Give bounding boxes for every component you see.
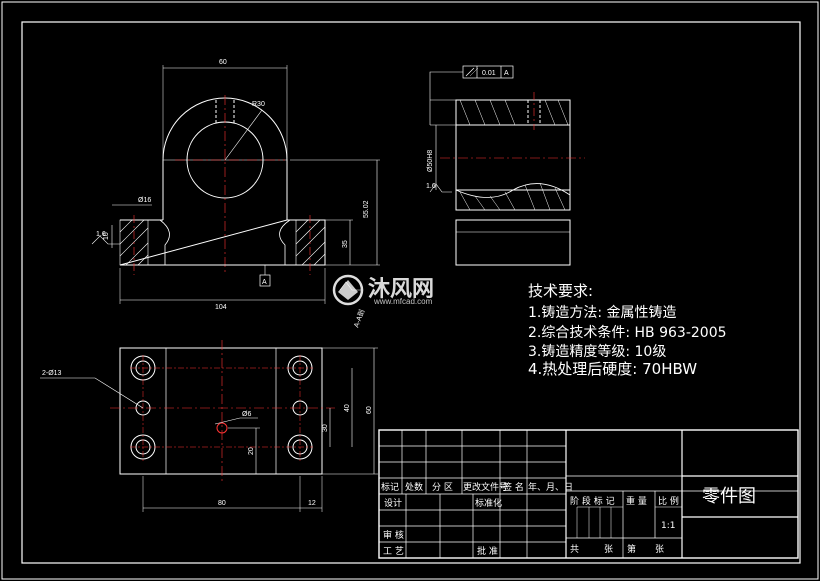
tech-item: 3.铸造精度等级: 10级 <box>528 343 666 360</box>
datum-text-a: A <box>262 279 267 286</box>
dim-text-radius: R30 <box>252 101 265 108</box>
tb-weight: 重 量 <box>626 495 647 507</box>
dim-text-top-right: 12 <box>308 500 316 507</box>
front-view <box>91 65 380 304</box>
tolerance-value: 0.01 <box>482 70 496 77</box>
roughness-front: 1.6 <box>96 231 106 238</box>
side-view <box>429 65 585 266</box>
tolerance-datum: A <box>504 70 509 77</box>
side-hatch <box>459 99 569 211</box>
tb-page: 第 <box>627 543 636 555</box>
tech-heading: 技术要求: <box>528 282 593 300</box>
tb-header: 标记 <box>381 481 399 493</box>
side-lower-outline <box>455 219 571 266</box>
datum-box-a <box>259 274 271 287</box>
tech-item: 2.综合技术条件: HB 963-2005 <box>528 324 727 341</box>
roughness-side: 1.6 <box>426 183 436 190</box>
tb-header: 签 名 <box>503 481 524 493</box>
tb-review: 审 核 <box>383 529 404 541</box>
watermark-url: www.mfcad.com <box>373 297 433 306</box>
dim-text-h3: 30 <box>322 424 329 432</box>
front-base <box>119 219 326 266</box>
tb-scale-value: 1:1 <box>661 521 675 531</box>
dim-text-h1: 40 <box>344 404 351 412</box>
watermark-brand: 沐风网 <box>368 277 434 302</box>
tb-header: 年、月、日 <box>528 481 573 493</box>
tb-approve: 批 准 <box>477 545 498 557</box>
top-outline <box>119 347 323 475</box>
dim-line-radius <box>224 109 263 161</box>
tb-header: 处数 <box>405 481 423 493</box>
tech-item: 4.热处理后硬度: 70HBW <box>528 360 697 378</box>
dim-text-h4: 20 <box>248 447 255 455</box>
tb-process: 工 艺 <box>383 546 404 557</box>
tb-stage-mark: 阶 段 标 记 <box>570 495 615 507</box>
dim-text-hole-dia: Ø16 <box>138 197 151 204</box>
top-view <box>40 340 378 512</box>
tb-header: 分 区 <box>432 482 453 493</box>
dim-text-h2: 60 <box>366 406 373 414</box>
watermark: 沐风网 www.mfcad.com <box>332 274 434 306</box>
dim-text-bottom-width: 104 <box>215 304 227 311</box>
side-upper-outline <box>455 99 571 211</box>
dim-text-bore: Ø50H8 <box>427 150 434 172</box>
section-label: A-A剖 <box>351 308 366 329</box>
tb-design: 设计 <box>384 497 402 509</box>
center-note: Ø6 <box>242 411 251 418</box>
dim-text-top-width: 80 <box>218 500 226 507</box>
hole-note: 2-Ø13 <box>42 370 62 377</box>
front-body-top <box>162 97 288 212</box>
dim-text-step: 10 <box>103 232 110 240</box>
tech-item: 1.铸造方法: 金属性铸造 <box>528 305 677 321</box>
dim-text-top-width: 60 <box>219 59 227 66</box>
dim-text-height: 55.02 <box>363 200 370 218</box>
tech-requirements: 技术要求: 1.铸造方法: 金属性铸造 2.综合技术条件: HB 963-200… <box>528 282 727 378</box>
tb-sheets: 张 <box>604 544 613 555</box>
tb-standardize: 标准化 <box>475 497 502 509</box>
dim-text-center: 35 <box>342 240 349 248</box>
tb-scale: 比 例 <box>658 495 679 507</box>
front-hatch-right <box>295 219 326 266</box>
tb-sheet-end: 张 <box>655 544 664 555</box>
tb-drawing-name: 零件图 <box>702 486 756 507</box>
tb-header: 更改文件号 <box>463 481 508 493</box>
inner-frame <box>21 21 801 564</box>
watermark-logo-icon <box>332 274 364 306</box>
title-block <box>378 429 799 559</box>
tb-total: 共 <box>570 544 579 555</box>
